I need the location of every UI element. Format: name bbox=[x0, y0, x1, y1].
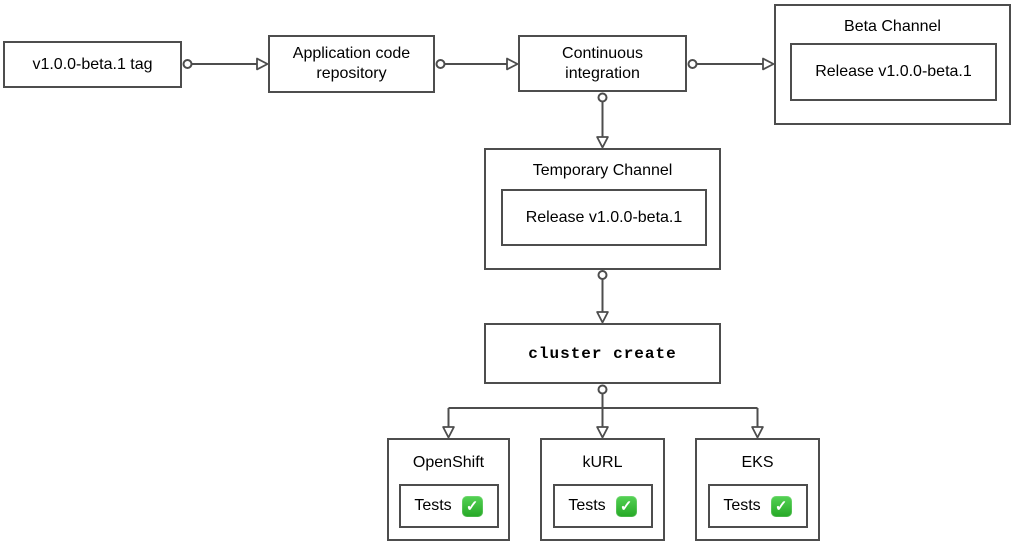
check-icon: ✓ bbox=[615, 495, 637, 517]
cluster-create-label: cluster create bbox=[528, 344, 677, 363]
kurl-tests-badge: Tests ✓ bbox=[552, 484, 653, 528]
check-icon: ✓ bbox=[461, 495, 483, 517]
node-app-code-repository: Application code repository bbox=[268, 35, 435, 93]
openshift-tests-badge: Tests ✓ bbox=[398, 484, 499, 528]
arrow-repo-to-ci bbox=[435, 57, 519, 71]
arrow-temporary-channel-to-cluster-create bbox=[596, 270, 609, 324]
node-continuous-integration: Continuous integration bbox=[518, 35, 687, 92]
temporary-release-label: Release v1.0.0-beta.1 bbox=[525, 208, 683, 226]
arrow-ci-to-temporary-channel bbox=[596, 92, 609, 149]
check-icon: ✓ bbox=[770, 495, 792, 517]
app-code-repository-label: Application code repository bbox=[292, 45, 411, 82]
node-temporary-release: Release v1.0.0-beta.1 bbox=[501, 189, 707, 246]
tests-label: Tests bbox=[568, 497, 606, 514]
eks-title: EKS bbox=[741, 454, 774, 471]
version-tag-label: v1.0.0-beta.1 tag bbox=[32, 55, 153, 73]
node-eks: EKS Tests ✓ bbox=[695, 438, 820, 541]
node-beta-release: Release v1.0.0-beta.1 bbox=[790, 43, 997, 101]
node-cluster-create: cluster create bbox=[484, 323, 721, 384]
beta-channel-title: Beta Channel bbox=[844, 18, 941, 35]
tests-label: Tests bbox=[414, 497, 452, 514]
node-openshift: OpenShift Tests ✓ bbox=[387, 438, 510, 541]
node-temporary-channel: Temporary Channel Release v1.0.0-beta.1 bbox=[484, 148, 721, 270]
eks-tests-badge: Tests ✓ bbox=[707, 484, 808, 528]
beta-release-label: Release v1.0.0-beta.1 bbox=[815, 63, 972, 80]
openshift-title: OpenShift bbox=[412, 454, 485, 471]
continuous-integration-label: Continuous integration bbox=[562, 44, 643, 82]
kurl-title: kURL bbox=[582, 454, 623, 471]
node-kurl: kURL Tests ✓ bbox=[540, 438, 665, 541]
tests-label: Tests bbox=[723, 497, 761, 514]
arrow-tag-to-repo bbox=[182, 57, 269, 71]
arrow-cluster-create-branches bbox=[442, 384, 764, 439]
arrow-ci-to-beta-channel bbox=[687, 57, 775, 71]
node-version-tag: v1.0.0-beta.1 tag bbox=[3, 41, 182, 88]
node-beta-channel: Beta Channel Release v1.0.0-beta.1 bbox=[774, 4, 1011, 125]
temporary-channel-title: Temporary Channel bbox=[532, 162, 673, 179]
